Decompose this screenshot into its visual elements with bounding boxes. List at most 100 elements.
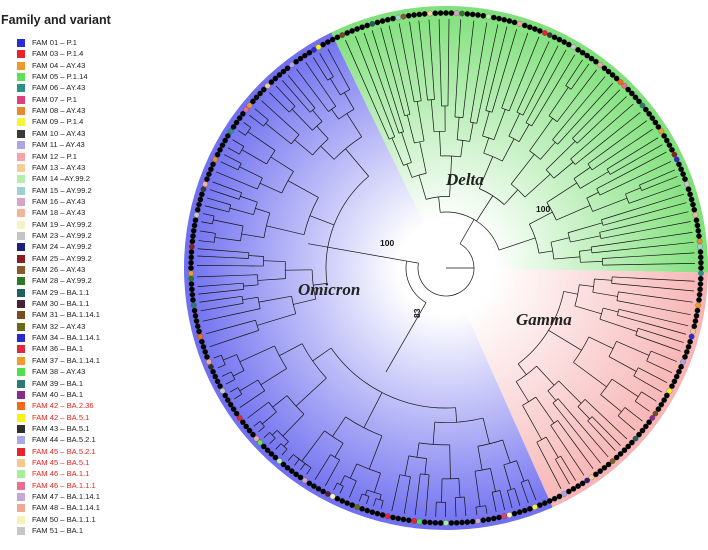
branch-radial: [197, 274, 242, 278]
branch-radial: [282, 414, 305, 437]
legend-title: Family and variant: [1, 13, 111, 27]
tip-marker: [617, 451, 624, 457]
legend-label: FAM 15 – AY.99.2: [32, 185, 92, 195]
tip-marker: [527, 505, 533, 512]
branch-radial: [212, 181, 221, 185]
branch-radial: [476, 195, 494, 222]
legend-item: FAM 40 – BA.1: [17, 390, 83, 400]
branch-radial: [550, 237, 570, 243]
branch-radial: [202, 312, 242, 322]
branch-radial: [641, 391, 650, 398]
branch-radial: [272, 395, 288, 408]
branch-radial: [536, 365, 555, 386]
branch-radial: [574, 305, 602, 315]
tip-marker: [584, 477, 590, 484]
tip-marker: [649, 115, 656, 121]
branch-radial: [265, 123, 292, 145]
tip-marker: [678, 166, 684, 173]
tip-marker: [652, 410, 659, 417]
branch-radial: [234, 151, 240, 155]
legend-swatch: [17, 50, 25, 59]
branch-arc: [414, 100, 422, 103]
branch-radial: [229, 303, 244, 307]
branch-radial: [624, 407, 637, 417]
tip-marker: [219, 388, 226, 394]
tip-marker: [240, 419, 246, 425]
tip-marker: [579, 49, 586, 56]
branch-radial: [252, 390, 265, 400]
branch-radial: [529, 211, 553, 225]
tip-marker: [200, 343, 207, 350]
legend-item: FAM 08 – AY.43: [17, 106, 85, 116]
branch-radial: [319, 53, 325, 61]
tip-marker: [646, 419, 652, 425]
branch-radial: [531, 112, 541, 127]
tip-marker: [250, 431, 256, 438]
tip-marker: [210, 161, 216, 168]
branch-radial: [258, 295, 292, 303]
branch-radial: [449, 155, 453, 197]
tip-marker: [551, 495, 558, 502]
branch-arc: [573, 336, 590, 363]
tip-marker: [671, 151, 678, 158]
branch-arc: [212, 215, 215, 224]
legend-swatch: [17, 288, 25, 297]
branch-radial: [200, 305, 230, 312]
branch-radial: [262, 411, 277, 425]
tip-marker: [613, 75, 620, 82]
branch-radial: [641, 285, 694, 292]
tip-marker: [206, 359, 212, 365]
legend-swatch: [17, 84, 25, 93]
tip-marker: [676, 368, 682, 375]
legend-swatch: [17, 209, 25, 218]
tip-marker: [233, 119, 240, 126]
branch-radial: [263, 432, 270, 439]
legend-item: FAM 31 – BA.1.14.1: [17, 310, 100, 320]
branch-radial: [508, 90, 518, 111]
legend-item: FAM 15 – AY.99.2: [17, 186, 92, 196]
branch-radial: [573, 167, 591, 179]
tip-marker: [272, 454, 279, 461]
tip-marker: [349, 502, 355, 508]
legend-item: FAM 26 – AY.43: [17, 265, 85, 275]
legend-swatch: [17, 266, 25, 274]
branch-radial: [579, 249, 592, 252]
tip-marker: [643, 106, 649, 113]
branch-radial: [406, 115, 415, 144]
tip-marker: [570, 44, 577, 50]
tip-marker: [685, 186, 692, 193]
branch-radial: [202, 213, 211, 216]
branch-radial: [599, 318, 638, 332]
branch-radial: [363, 32, 391, 108]
tip-marker: [268, 451, 275, 457]
branch-radial: [577, 447, 594, 470]
branch-radial: [213, 219, 244, 227]
tip-marker: [264, 447, 271, 454]
legend-item: FAM 12 – P.1: [17, 152, 77, 162]
branch-radial: [482, 111, 490, 137]
tip-marker: [233, 410, 240, 417]
legend-label: FAM 07 – P.1: [32, 94, 78, 104]
branch-radial: [331, 109, 339, 120]
branch-radial: [272, 110, 300, 135]
branch-radial: [491, 492, 495, 505]
tip-marker: [219, 142, 226, 148]
tip-marker: [202, 349, 209, 355]
legend-label: FAM 37 – BA.1.14.1: [32, 355, 100, 365]
legend-item: FAM 01 – P.1: [17, 38, 77, 48]
tip-marker: [297, 55, 304, 62]
tip-marker: [400, 516, 407, 523]
tip-marker: [364, 507, 371, 514]
legend-swatch: [17, 197, 25, 206]
legend-item: FAM 13 – AY.43: [17, 163, 85, 173]
tip-marker: [561, 491, 567, 497]
branch-radial: [464, 508, 467, 517]
branch-radial: [619, 128, 653, 152]
branch-radial: [635, 252, 695, 257]
branch-arc: [440, 211, 500, 251]
tip-marker: [432, 519, 439, 526]
branch-radial: [628, 424, 636, 431]
tip-marker: [188, 270, 194, 277]
tip-marker: [222, 392, 228, 399]
branch-radial: [503, 189, 519, 205]
